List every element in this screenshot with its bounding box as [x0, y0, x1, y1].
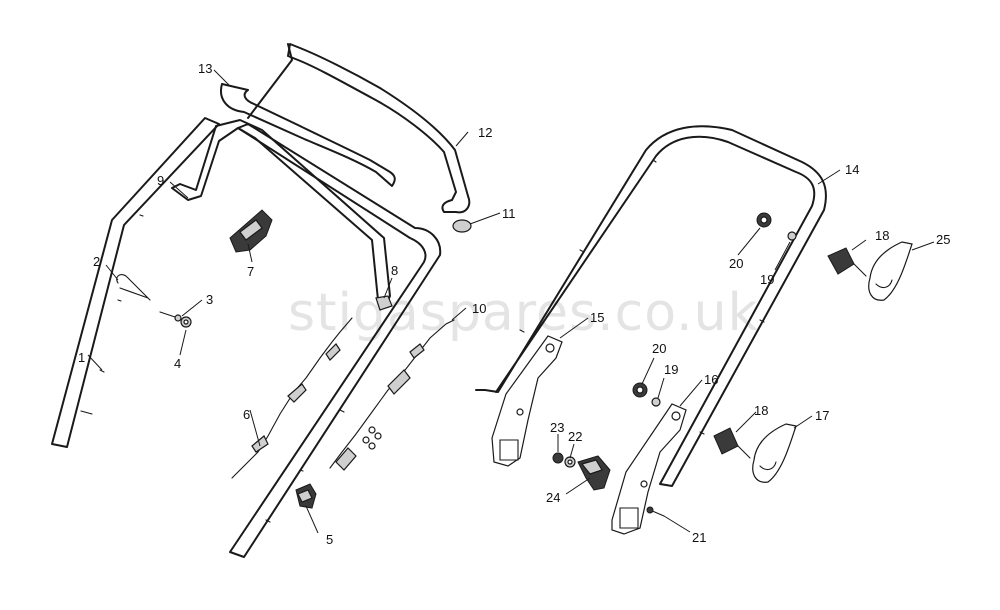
- lower-handle-left: [51, 117, 220, 448]
- upper-u-bar: [220, 83, 396, 187]
- callout-20a: 20: [729, 256, 743, 271]
- callout-13: 13: [198, 61, 212, 76]
- callout-18a: 18: [875, 228, 889, 243]
- cable-10: [329, 319, 455, 471]
- watermark: stigaspares.co.uk: [288, 283, 759, 343]
- callout-12: 12: [478, 125, 492, 140]
- leader-lines: [87, 69, 935, 534]
- nut-20b: [632, 382, 648, 398]
- callout-19a: 19: [760, 272, 774, 287]
- handle-knob-25: [868, 241, 913, 301]
- cable-guide: [229, 209, 273, 253]
- bracket-15: [491, 335, 563, 467]
- knob-base-18a: [827, 247, 867, 277]
- washer-22: [564, 456, 576, 468]
- bracket-16: [611, 403, 687, 535]
- callout-17: 17: [815, 408, 829, 423]
- bolt-21: [646, 506, 665, 517]
- cable-clip: [116, 274, 151, 301]
- top-grab-bar: [247, 43, 471, 214]
- callout-3: 3: [206, 292, 213, 307]
- handle-knob-17: [752, 423, 797, 483]
- callout-5: 5: [326, 532, 333, 547]
- cam-lever-24: [577, 455, 611, 491]
- callout-23: 23: [550, 420, 564, 435]
- upper-handle: [475, 125, 827, 487]
- clip-5: [295, 483, 317, 509]
- nut-23: [552, 452, 564, 464]
- callout-25: 25: [936, 232, 950, 247]
- callout-19b: 19: [664, 362, 678, 377]
- callout-15: 15: [590, 310, 604, 325]
- callout-22: 22: [568, 429, 582, 444]
- nut-4: [180, 316, 192, 328]
- knob-base-18b: [713, 427, 751, 459]
- callout-4: 4: [174, 356, 181, 371]
- callout-8: 8: [391, 263, 398, 278]
- callout-labels: 1 2 3 4 5 6 7 8 9 10 11 12 13 14 15 16 1…: [78, 61, 950, 547]
- bolt-3: [159, 311, 182, 322]
- callout-2: 2: [93, 254, 100, 269]
- callout-7: 7: [247, 264, 254, 279]
- callout-16: 16: [704, 372, 718, 387]
- callout-18b: 18: [754, 403, 768, 418]
- callout-10: 10: [472, 301, 486, 316]
- callout-6: 6: [243, 407, 250, 422]
- callout-21: 21: [692, 530, 706, 545]
- nut-20a: [756, 212, 772, 228]
- callout-24: 24: [546, 490, 560, 505]
- washer-19a: [787, 231, 797, 241]
- callout-14: 14: [845, 162, 859, 177]
- cable-6: [231, 317, 353, 479]
- handle-crossbar: [171, 119, 391, 306]
- washer-19b: [651, 397, 661, 407]
- end-cap-11: [452, 219, 472, 233]
- callout-1: 1: [78, 350, 85, 365]
- callout-11: 11: [502, 206, 516, 221]
- callout-20b: 20: [652, 341, 666, 356]
- callout-9: 9: [157, 173, 164, 188]
